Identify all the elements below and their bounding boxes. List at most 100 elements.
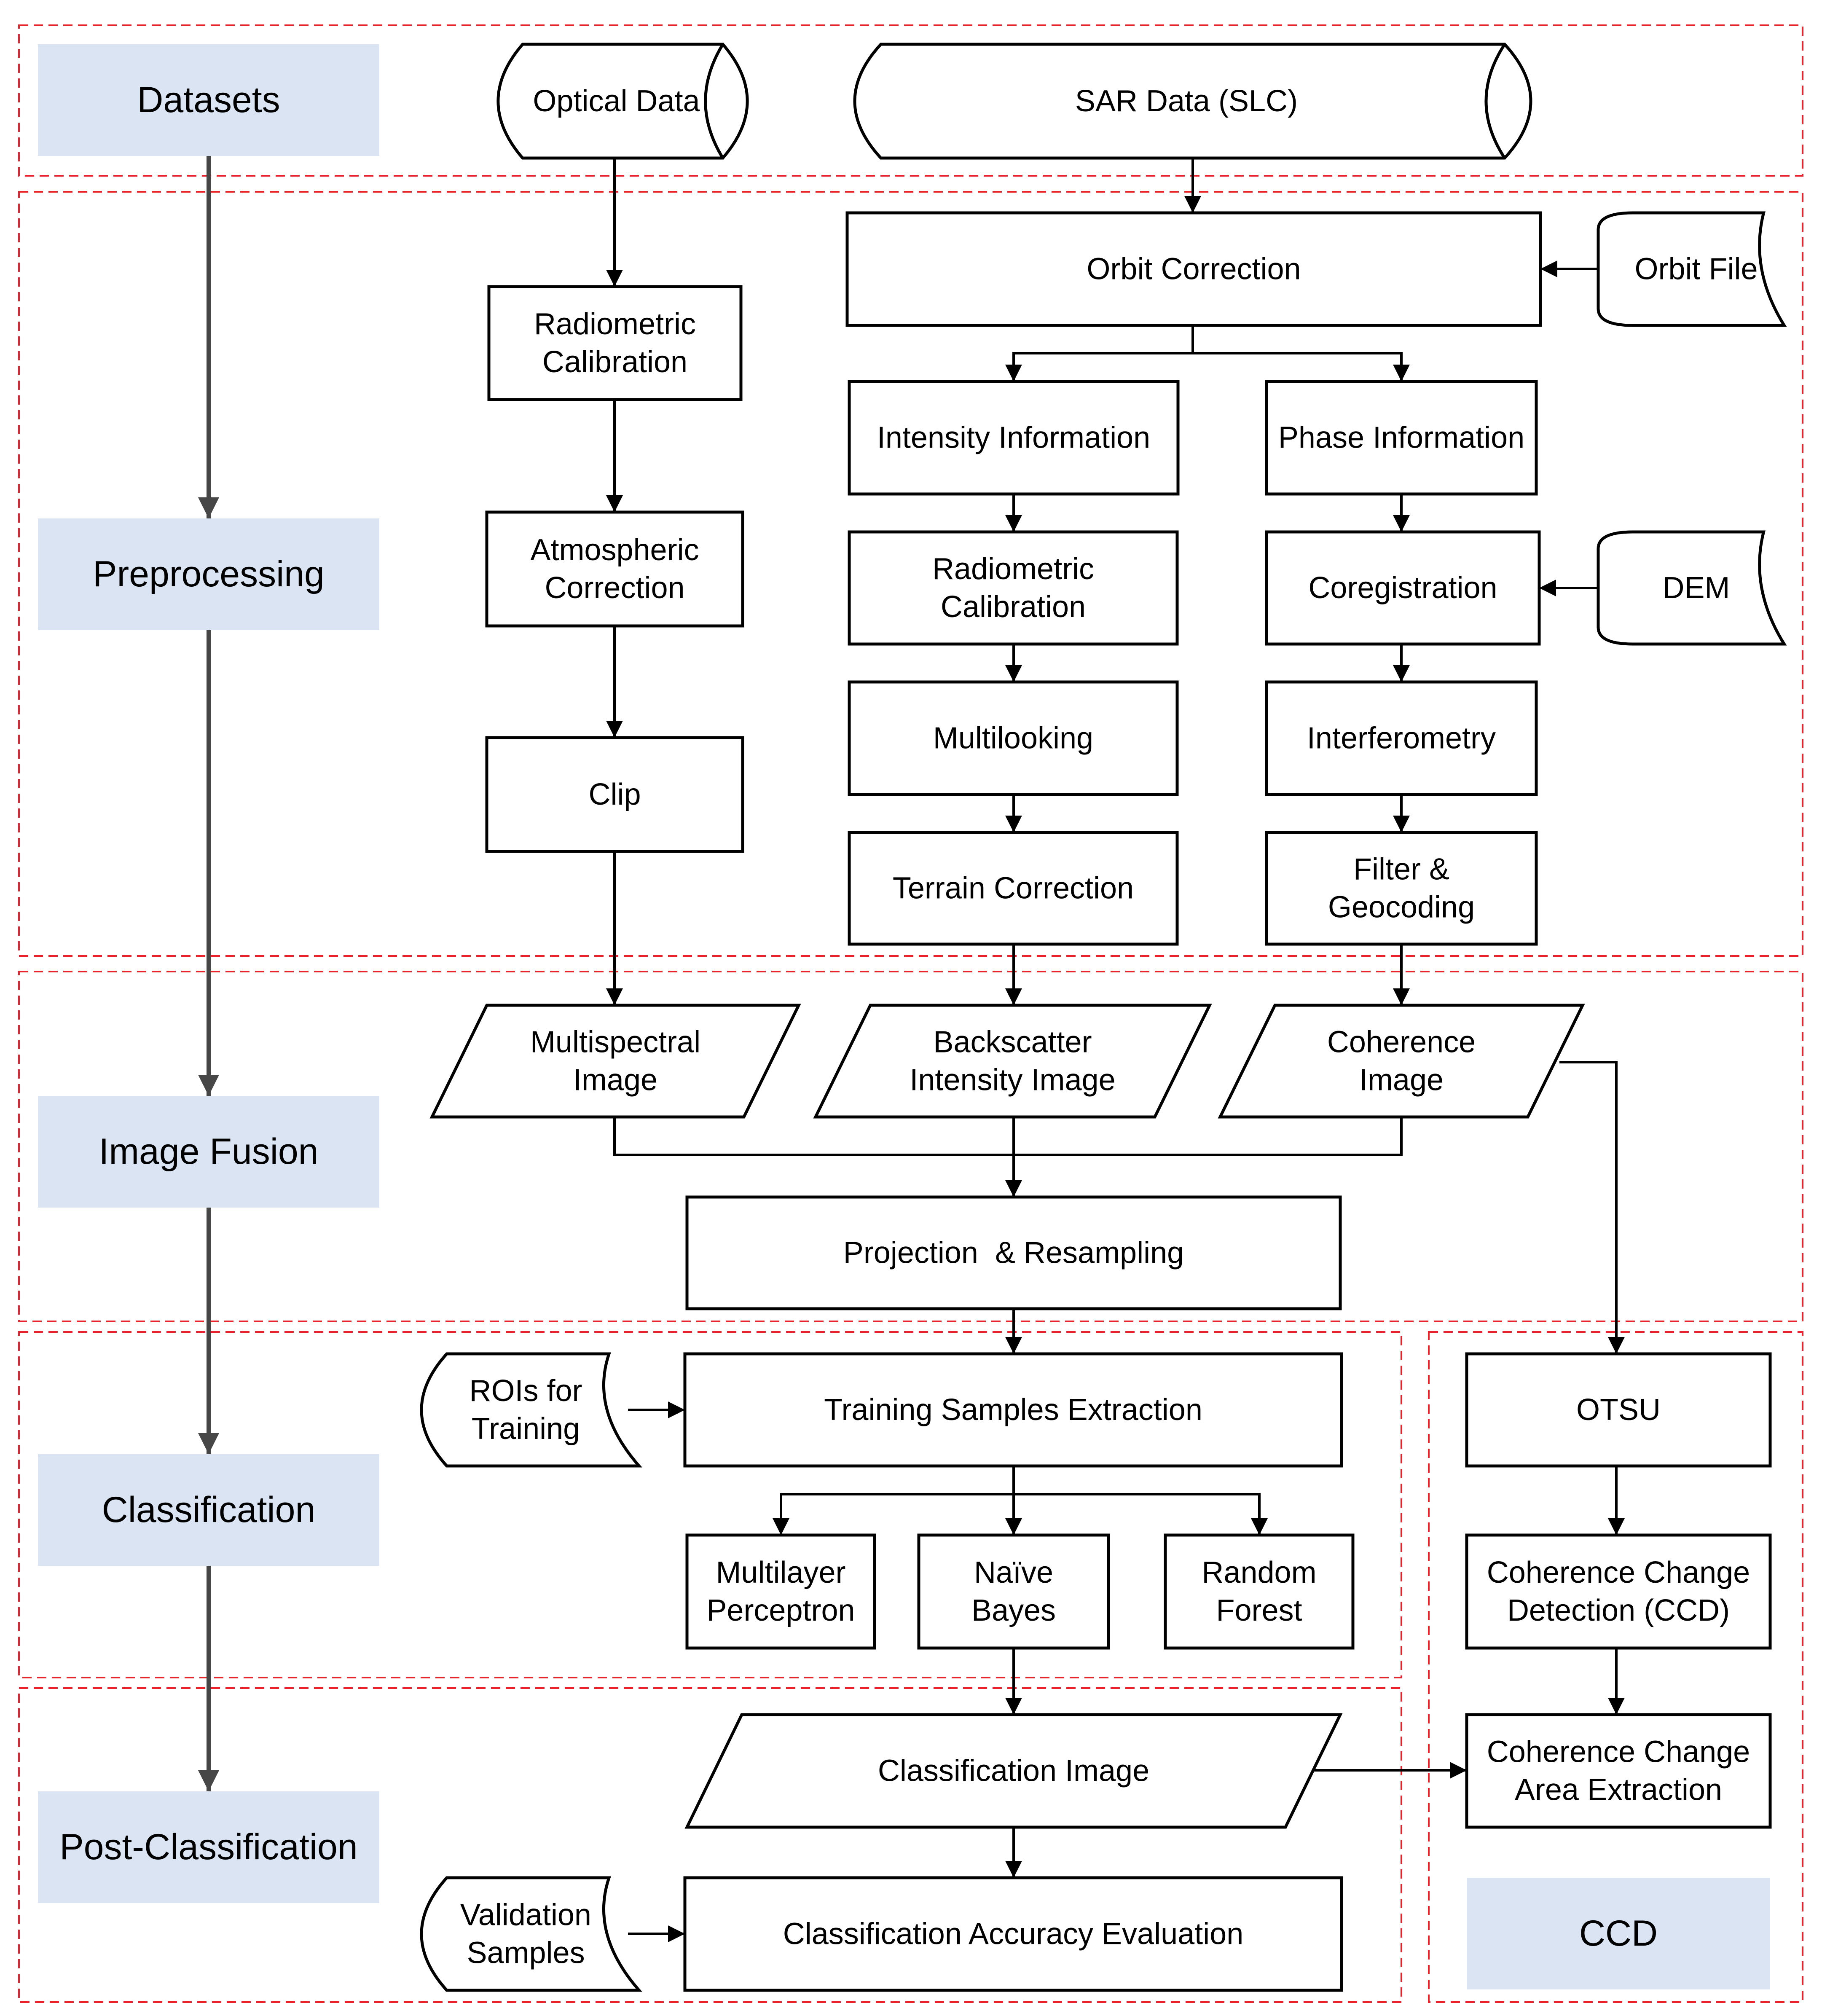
line-multispectral-merge <box>613 1117 1014 1156</box>
phase-information-node <box>1265 380 1538 496</box>
projection-resampling-label: Projection & Resampling <box>843 1236 1184 1270</box>
section-ccd <box>1428 1331 1803 2003</box>
stage-datasets-box <box>38 44 379 156</box>
random-forest-label: Forest <box>1216 1594 1302 1627</box>
atmospheric-correction-node <box>485 510 744 628</box>
stage-preprocessing-box <box>38 518 379 630</box>
stage-image-fusion-label: Image Fusion <box>99 1131 318 1172</box>
projection-resampling-node <box>685 1195 1342 1310</box>
filter-geocoding-label: Filter & <box>1353 853 1449 886</box>
otsu-node <box>1465 1352 1772 1468</box>
arrow-orbit-to-intensity <box>1005 325 1194 381</box>
process-nodes <box>420 43 1787 1992</box>
sar-data-label: SAR Data (SLC) <box>1075 84 1298 118</box>
interferometry-node <box>1265 680 1538 796</box>
line-coherence-merge <box>1014 1117 1403 1156</box>
coherence-change-area-extraction-label: Coherence Change <box>1487 1735 1750 1769</box>
section-frames <box>18 24 1803 2003</box>
arrow-training-to-rf <box>1014 1493 1268 1535</box>
multilayer-perceptron-node <box>685 1533 876 1650</box>
coregistration-label: Coregistration <box>1308 571 1497 605</box>
section-post-classification <box>18 1687 1402 2003</box>
stage-image-fusion-box <box>38 1096 379 1208</box>
dem-node <box>1597 530 1787 646</box>
orbit-correction-label: Orbit Correction <box>1087 252 1301 286</box>
coherence-change-area-extraction-node <box>1465 1713 1772 1829</box>
coherence-change-area-extraction-label: Area Extraction <box>1515 1773 1722 1807</box>
clip-label: Clip <box>588 778 641 811</box>
atmospheric-correction-label: Correction <box>545 571 684 605</box>
validation-samples-node <box>420 1876 642 1992</box>
filter-geocoding-label: Geocoding <box>1328 891 1475 924</box>
optical-radiometric-calibration-label: Calibration <box>542 345 687 379</box>
multilooking-node <box>848 680 1179 796</box>
rois-for-training-label: ROIs for <box>469 1374 582 1408</box>
coherence-change-detection-label: Detection (CCD) <box>1507 1594 1730 1627</box>
multispectral-image-label: Multispectral <box>530 1025 700 1059</box>
classification-image-label: Classification Image <box>878 1754 1149 1788</box>
arrow-coherence-to-otsu <box>1559 1061 1625 1354</box>
connectors <box>606 158 1625 1942</box>
atmospheric-correction-label: Atmospheric <box>530 533 699 567</box>
stage-post-classification-box <box>38 1791 379 1903</box>
backscatter-intensity-image-node <box>813 1004 1212 1119</box>
stage-classification-label: Classification <box>102 1490 316 1530</box>
intensity-information-node <box>848 380 1180 496</box>
orbit-correction-node <box>845 211 1542 327</box>
stage-post-classification-label: Post-Classification <box>59 1827 357 1867</box>
section-preprocessing <box>18 191 1803 957</box>
interferometry-label: Interferometry <box>1307 722 1496 755</box>
classification-image-node <box>684 1713 1343 1829</box>
orbit-file-label: Orbit File <box>1634 252 1758 286</box>
classification-accuracy-evaluation-label: Classification Accuracy Evaluation <box>783 1917 1244 1951</box>
arrow-training-to-mlp <box>773 1466 1015 1535</box>
multispectral-image-node <box>429 1004 801 1119</box>
clip-node <box>485 736 744 853</box>
coregistration-node <box>1265 530 1541 646</box>
random-forest-node <box>1164 1533 1355 1650</box>
section-datasets <box>18 24 1803 177</box>
terrain-correction-node <box>848 831 1179 946</box>
filter-geocoding-node <box>1265 831 1538 946</box>
stage-ccd-label: CCD <box>1579 1913 1658 1954</box>
sar-radiometric-calibration-label: Radiometric <box>932 552 1094 586</box>
otsu-label: OTSU <box>1576 1393 1661 1427</box>
backscatter-intensity-image-label: Intensity Image <box>910 1063 1115 1097</box>
naive-bayes-node <box>917 1533 1110 1650</box>
naive-bayes-label: Naïve <box>974 1556 1053 1589</box>
dem-label: DEM <box>1663 571 1730 605</box>
orbit-file-node <box>1597 211 1787 327</box>
coherence-image-label: Image <box>1359 1063 1444 1097</box>
validation-samples-label: Samples <box>467 1936 585 1970</box>
naive-bayes-label: Bayes <box>971 1594 1056 1627</box>
coherence-image-node <box>1218 1004 1585 1119</box>
training-samples-extraction-node <box>683 1352 1343 1468</box>
stage-classification-box <box>38 1454 379 1566</box>
coherence-change-detection-label: Coherence Change <box>1487 1556 1750 1589</box>
multispectral-image-label: Image <box>573 1063 657 1097</box>
optical-data-node <box>496 43 749 160</box>
sar-radiometric-calibration-node <box>848 530 1179 646</box>
stage-datasets-label: Datasets <box>137 80 280 120</box>
intensity-information-label: Intensity Information <box>877 421 1150 455</box>
sar-data-node <box>853 43 1532 160</box>
section-classification <box>18 1331 1402 1678</box>
stage-preprocessing-label: Preprocessing <box>93 554 325 594</box>
arrow-orbit-to-phase <box>1193 352 1410 381</box>
random-forest-label: Random <box>1202 1556 1316 1589</box>
rois-for-training-node <box>420 1352 642 1468</box>
optical-radiometric-calibration-node <box>487 285 743 401</box>
training-samples-extraction-label: Training Samples Extraction <box>824 1393 1202 1427</box>
terrain-correction-label: Terrain Correction <box>893 872 1134 905</box>
phase-information-label: Phase Information <box>1278 421 1524 455</box>
stage-labels <box>38 44 1770 1989</box>
optical-radiometric-calibration-label: Radiometric <box>534 307 696 341</box>
coherence-image-label: Coherence <box>1327 1025 1476 1059</box>
validation-samples-label: Validation <box>460 1898 591 1932</box>
multilayer-perceptron-label: Perceptron <box>706 1594 855 1627</box>
sar-radiometric-calibration-label: Calibration <box>941 590 1086 624</box>
backscatter-intensity-image-label: Backscatter <box>933 1025 1092 1059</box>
classification-accuracy-evaluation-node <box>683 1876 1343 1992</box>
